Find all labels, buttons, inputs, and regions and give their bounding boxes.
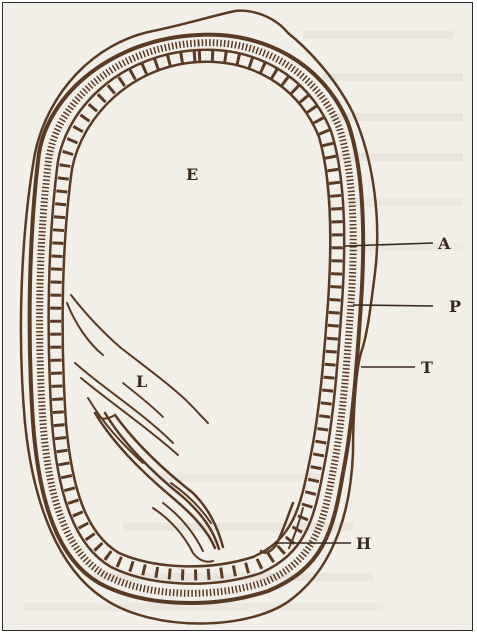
- figure-frame: E L A P T H: [2, 2, 473, 631]
- label-T: T: [421, 358, 433, 377]
- aleurone-inner-line: [63, 62, 331, 567]
- label-P: P: [449, 297, 461, 316]
- background-texture: [23, 31, 463, 611]
- label-H: H: [356, 534, 371, 553]
- label-L: L: [136, 372, 147, 391]
- label-E: E: [186, 165, 198, 184]
- leader-line-P: [353, 305, 433, 306]
- pericarp-outer-line: [30, 35, 364, 603]
- label-A: A: [437, 234, 451, 253]
- seed-cross-section-diagram: E L A P T H: [3, 3, 474, 632]
